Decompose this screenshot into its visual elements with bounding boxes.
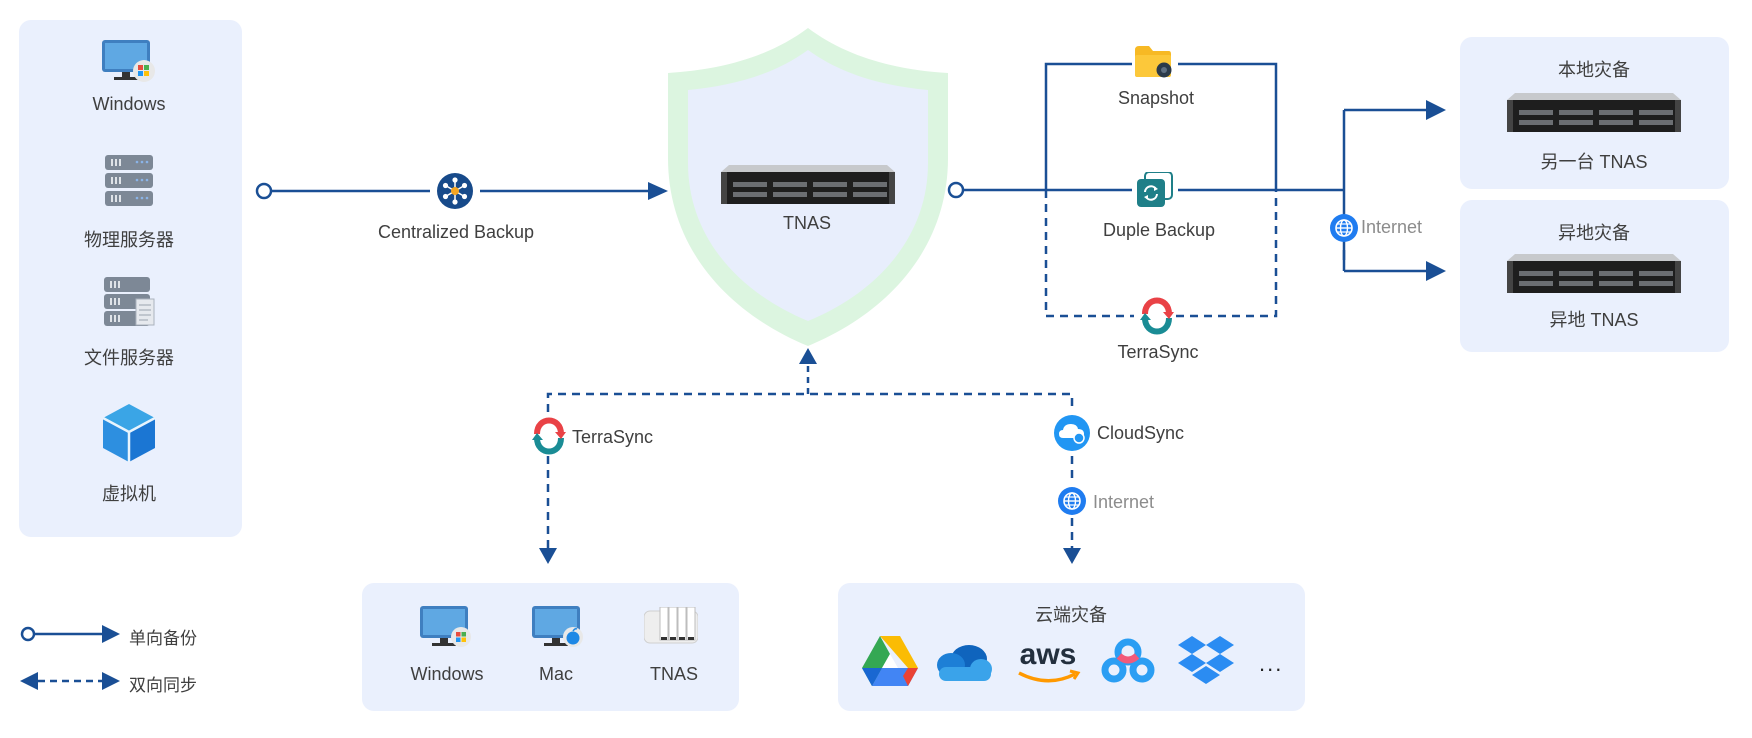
globe-icon (1329, 213, 1359, 248)
snapshot-folder-icon (1135, 46, 1175, 83)
bottom-windows-icon (418, 606, 474, 653)
internet-right-label: Internet (1361, 217, 1423, 237)
google-drive-icon (862, 636, 918, 691)
cloudsync-icon (1053, 414, 1091, 457)
source-label-virtual-machine: 虚拟机 (102, 484, 156, 504)
aws-text: aws (1020, 638, 1077, 671)
terrasync-bottom-icon (532, 414, 566, 463)
source-label-physical-server: 物理服务器 (84, 230, 174, 250)
source-label-file-server: 文件服务器 (84, 348, 174, 368)
mac-label: Mac (538, 664, 574, 684)
terrasync-right-label: TerraSync (1117, 342, 1199, 362)
local-tnas-label: 另一台 TNAS (1540, 152, 1648, 172)
local-dr-title: 本地灾备 (1558, 60, 1630, 80)
sync-tree-lines (539, 348, 1081, 564)
source-label-windows: Windows (92, 94, 166, 114)
bottom-windows-label: Windows (410, 664, 484, 684)
snapshot-label: Snapshot (1117, 88, 1195, 108)
centralized-backup-label: Centralized Backup (377, 222, 535, 242)
legend-lines (20, 625, 120, 690)
mac-pc-icon (530, 606, 586, 653)
source-windows (100, 38, 160, 84)
sync-clients-panel (362, 583, 739, 711)
aws-icon: aws (1015, 636, 1081, 691)
onedrive-icon (935, 643, 993, 688)
cloudsync-label: CloudSync (1097, 423, 1185, 443)
baidu-netdisk-icon (1101, 638, 1155, 689)
centralized-backup-icon (436, 172, 474, 215)
center-tnas-label: TNAS (782, 213, 832, 233)
dropbox-icon (1178, 636, 1234, 691)
bottom-tnas-label: TNAS (649, 664, 699, 684)
windows-pc-icon (102, 40, 155, 82)
internet-bottom-label: Internet (1093, 492, 1155, 512)
legend-one-way-label: 单向备份 (129, 629, 197, 648)
duple-backup-icon (1137, 171, 1173, 213)
outbound-backup-line (947, 62, 1446, 318)
terrasync-bottom-label: TerraSync (572, 427, 654, 447)
legend-two-way-label: 双向同步 (129, 676, 197, 695)
remote-dr-title: 异地灾备 (1558, 223, 1630, 243)
center-tnas-icon (719, 165, 897, 210)
duple-backup-label: Duple Backup (1102, 220, 1216, 240)
globe-icon-bottom (1057, 486, 1087, 521)
desktop-nas-icon (643, 606, 699, 652)
file-server-icon (104, 277, 156, 334)
terrasync-icon (1140, 294, 1174, 343)
physical-server-icon (105, 155, 153, 212)
local-tnas-icon (1505, 93, 1683, 138)
more-providers: ... (1259, 651, 1284, 676)
remote-tnas-icon (1505, 254, 1683, 299)
remote-tnas-label: 异地 TNAS (1549, 310, 1639, 330)
virtual-machine-icon (101, 402, 157, 469)
cloud-dr-title: 云端灾备 (1035, 605, 1107, 625)
